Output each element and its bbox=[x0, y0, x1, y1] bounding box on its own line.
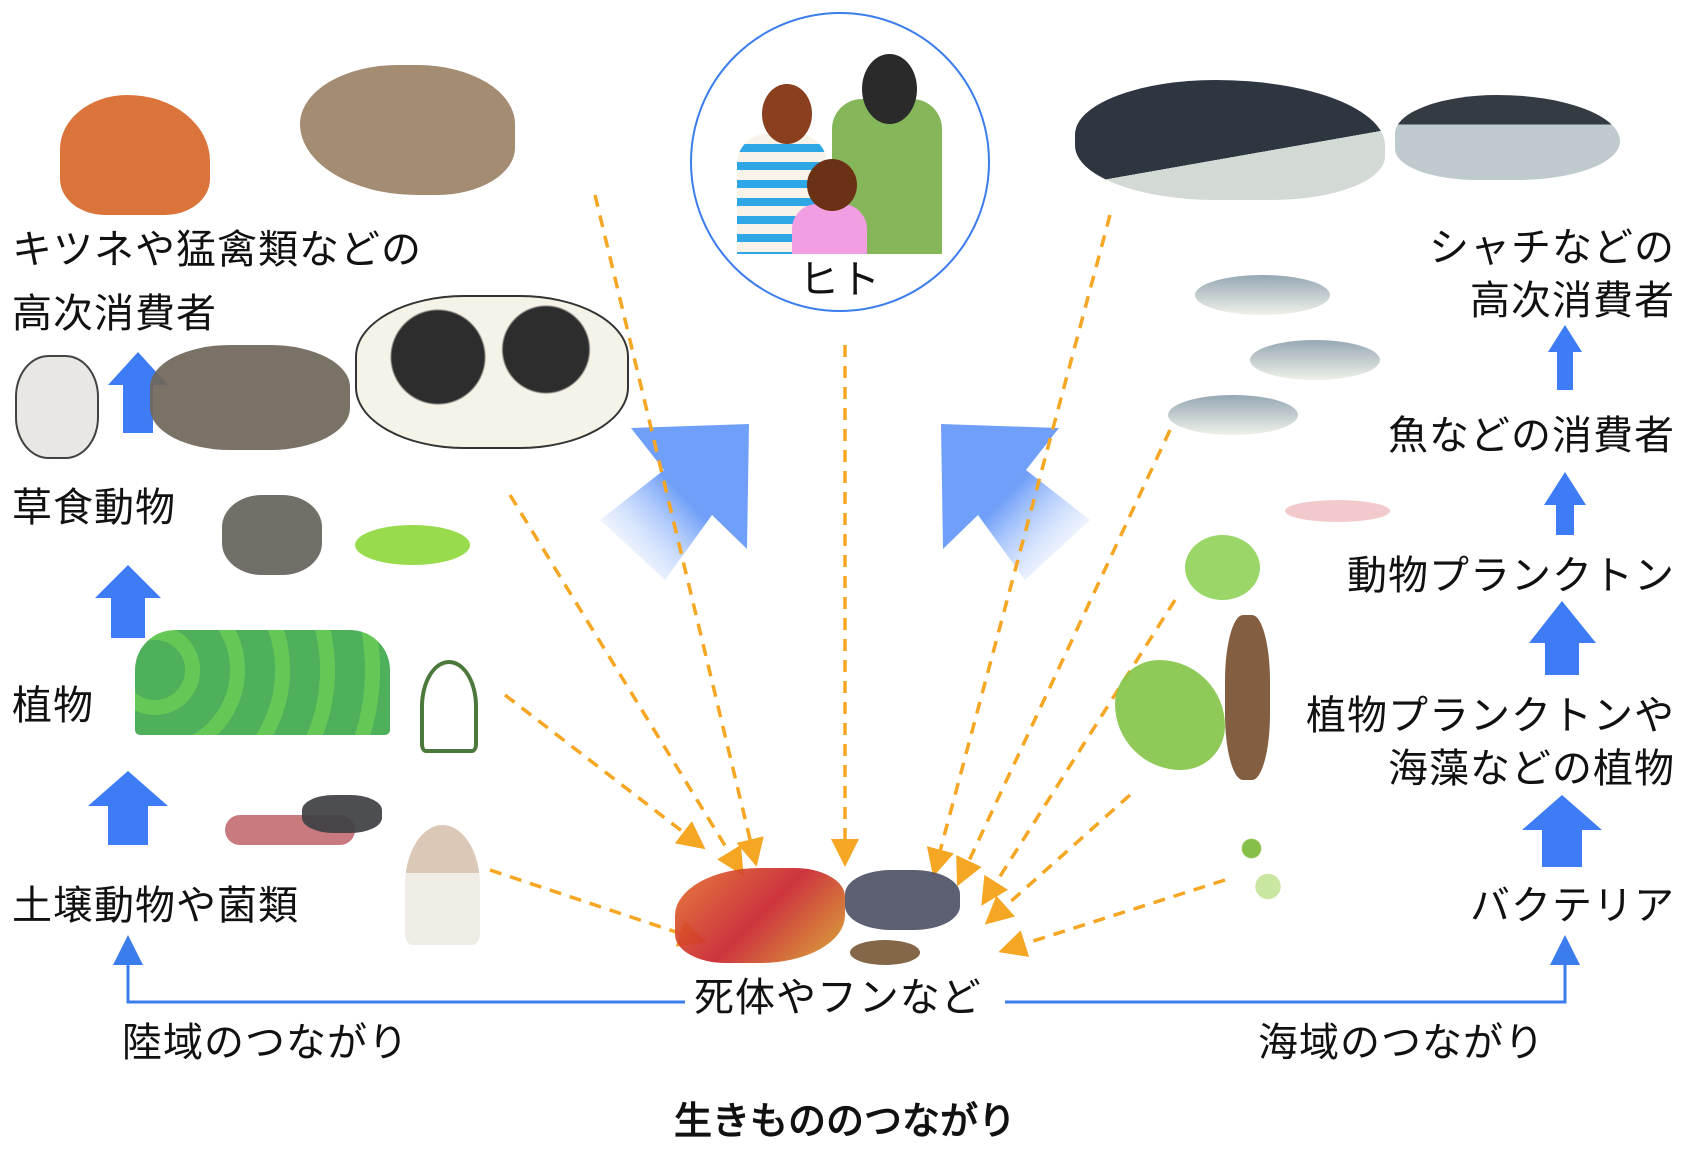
sea-arrows bbox=[1522, 325, 1602, 867]
human-circle: ヒト bbox=[690, 12, 990, 312]
bacteria-illustration bbox=[1235, 820, 1345, 915]
arrow-up-icon bbox=[1522, 795, 1602, 867]
herbivore-label: 草食動物 bbox=[12, 485, 176, 531]
phytoplankton-label-line2: 海藻などの植物 bbox=[1388, 746, 1675, 792]
flow-lines bbox=[489, 194, 1226, 957]
orca-illustration bbox=[1075, 80, 1385, 200]
fish-illustration-2 bbox=[1250, 340, 1380, 380]
phytoplankton-label-line1: 植物プランクトンや bbox=[1306, 693, 1675, 739]
daphnia-illustration bbox=[1185, 535, 1260, 600]
detritus-leaves-illustration bbox=[675, 868, 845, 963]
family-illustration bbox=[722, 54, 962, 264]
hawk-illustration bbox=[300, 65, 515, 195]
plant-label: 植物 bbox=[12, 683, 94, 729]
fish-illustration-1 bbox=[1195, 275, 1330, 315]
land-top-consumer-label-line2: 高次消費者 bbox=[12, 291, 217, 337]
land-arrows bbox=[88, 352, 168, 845]
cow-illustration bbox=[355, 295, 629, 449]
human-label: ヒト bbox=[799, 257, 881, 303]
connector-bracket bbox=[113, 935, 1580, 1004]
sea-top-consumer-label-line1: シャチなどの bbox=[1429, 225, 1675, 271]
arrow-up-icon bbox=[95, 565, 161, 638]
sea-connection-label: 海域のつながり bbox=[1258, 1020, 1545, 1066]
pill-bug-illustration bbox=[302, 795, 382, 833]
arrow-up-icon bbox=[1529, 601, 1596, 675]
trees-illustration bbox=[135, 630, 390, 735]
sea-top-consumer-label-line2: 高次消費者 bbox=[1470, 278, 1675, 324]
detritus-label: 死体やフンなど bbox=[690, 972, 986, 1024]
fern-illustration bbox=[420, 660, 478, 753]
droppings-illustration bbox=[850, 940, 920, 965]
grasshopper-illustration bbox=[355, 525, 470, 565]
mushroom-illustration bbox=[405, 825, 480, 945]
arrow-up-icon bbox=[1548, 325, 1582, 390]
krill-illustration bbox=[1285, 500, 1390, 522]
big-arrow-left-icon bbox=[600, 424, 749, 580]
fox-illustration bbox=[60, 95, 210, 215]
chicken-illustration bbox=[15, 355, 99, 459]
fish-illustration-3 bbox=[1168, 395, 1298, 435]
diagram-title: 生きもののつながり bbox=[673, 1099, 1016, 1143]
land-connection-label: 陸域のつながり bbox=[122, 1020, 409, 1066]
big-arrow-right-icon bbox=[941, 424, 1090, 580]
bacteria-label: バクテリア bbox=[1470, 883, 1675, 929]
arrow-up-icon bbox=[88, 771, 168, 845]
zooplankton-label: 動物プランクトン bbox=[1347, 553, 1675, 599]
dead-mouse-illustration bbox=[845, 870, 960, 930]
decomposer-label: 土壌動物や菌類 bbox=[12, 883, 299, 929]
rabbit-illustration bbox=[222, 495, 322, 575]
fish-consumer-label: 魚などの消費者 bbox=[1388, 413, 1675, 459]
tuna-illustration bbox=[1395, 95, 1620, 180]
kelp-illustration bbox=[1225, 615, 1270, 780]
boar-illustration bbox=[150, 345, 350, 450]
land-top-consumer-label-line1: キツネや猛禽類などの bbox=[12, 227, 422, 273]
arrow-up-icon bbox=[1544, 472, 1586, 535]
